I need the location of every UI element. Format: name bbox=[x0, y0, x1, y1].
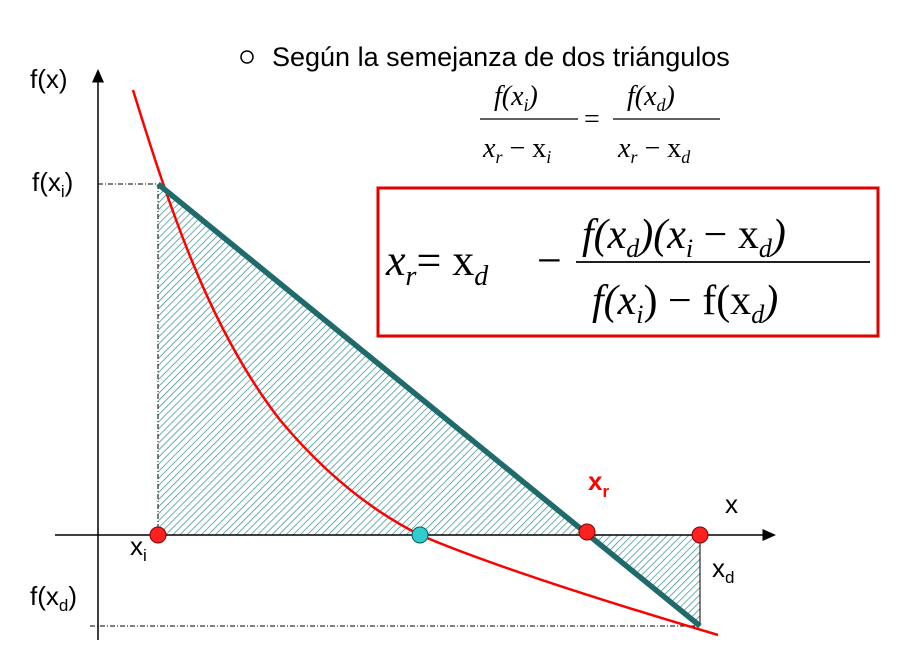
result-numerator: f(xd)(xi − xd) bbox=[582, 212, 786, 263]
root-point bbox=[411, 526, 429, 544]
fxi-label: f(xi) bbox=[32, 167, 73, 201]
xd-label: xd bbox=[712, 553, 734, 587]
y-axis-label: f(x) bbox=[30, 64, 68, 94]
equals-sign: = bbox=[584, 104, 600, 135]
bullet-icon bbox=[240, 50, 254, 64]
xi-point bbox=[149, 526, 167, 544]
function-curve bbox=[131, 89, 719, 637]
rhs-denominator: xr − xd bbox=[617, 133, 691, 167]
xi-label: xi bbox=[130, 531, 147, 565]
bullet-text: Según la semejanza de dos triángulos bbox=[272, 42, 730, 72]
secant-line bbox=[156, 181, 702, 629]
xd-point bbox=[691, 526, 709, 544]
rhs-numerator: f(xd) bbox=[627, 81, 675, 115]
result-minus: − bbox=[537, 236, 562, 285]
xr-point bbox=[578, 523, 596, 541]
result-formula-box bbox=[376, 186, 880, 338]
result-formula: xr= xd − f(xd)(xi − xd) f(xi) − f(xd) bbox=[385, 212, 870, 329]
lhs-denominator: xr − xi bbox=[482, 133, 551, 167]
xr-label: xr bbox=[588, 466, 609, 501]
similarity-equation: f(xi) xr − xi = f(xd) xr − xd bbox=[480, 81, 720, 167]
fxd-label: f(xd) bbox=[30, 581, 77, 615]
lhs-numerator: f(xi) bbox=[494, 81, 538, 115]
result-denominator: f(xi) − f(xd) bbox=[592, 278, 778, 329]
x-axis-label: x bbox=[725, 489, 738, 519]
result-lhs: xr= xd bbox=[385, 236, 489, 292]
